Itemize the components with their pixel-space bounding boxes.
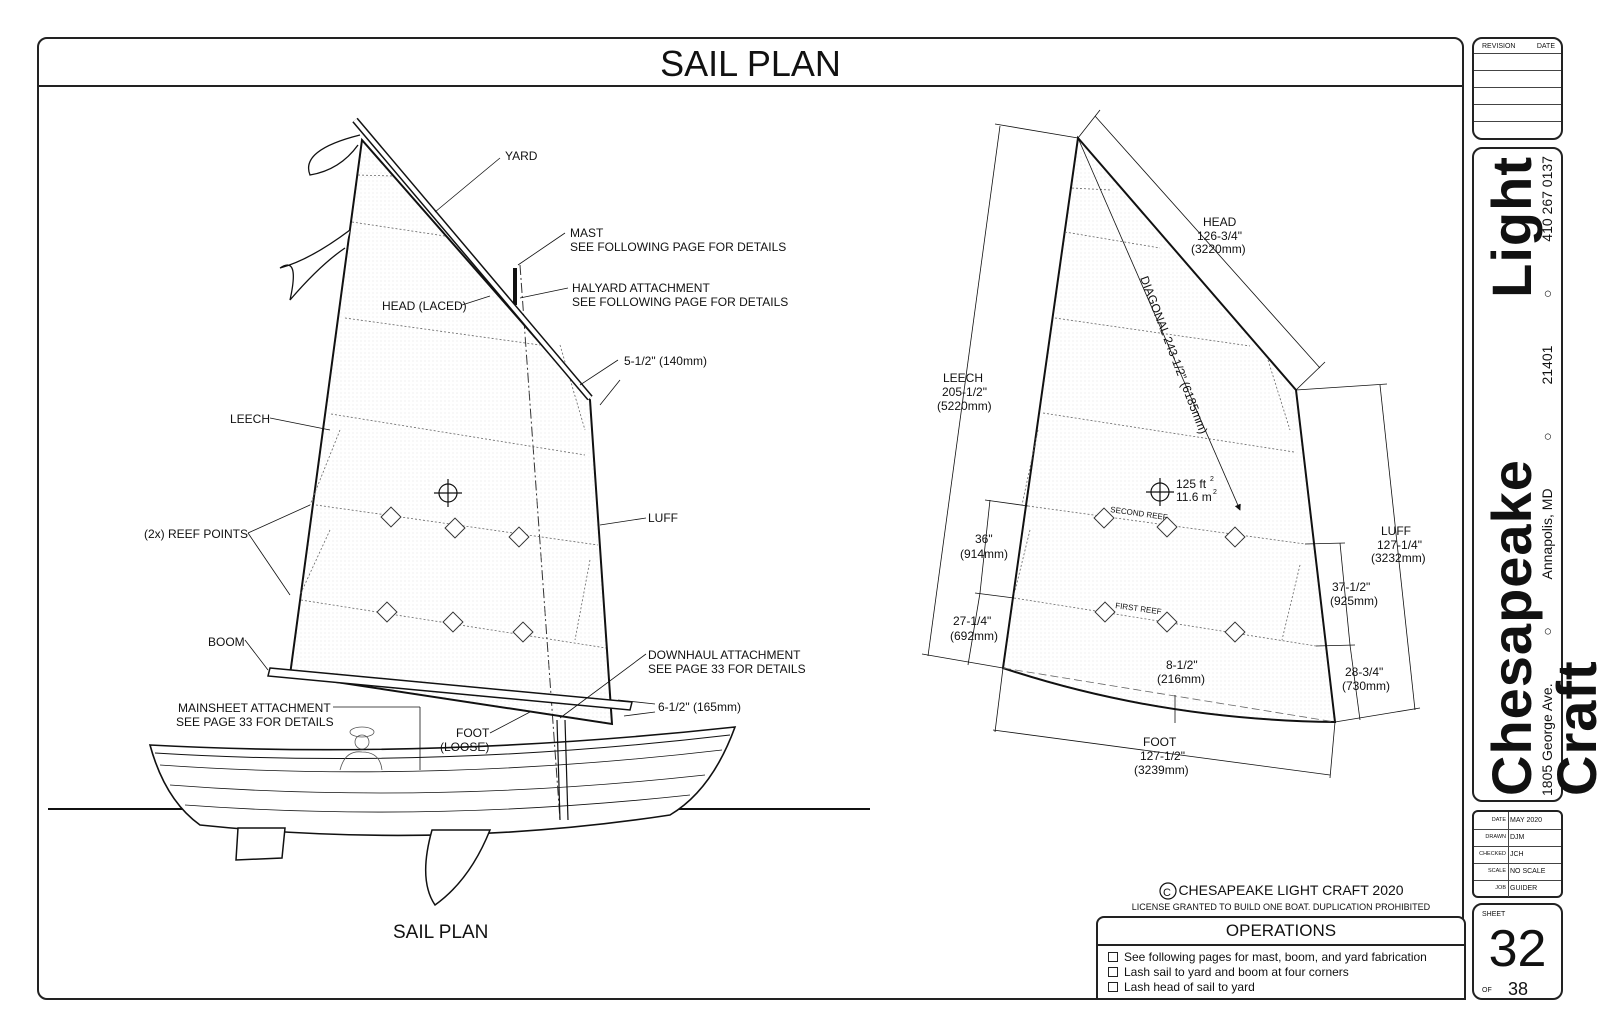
label-foot-in: 127-1/2" [1140,749,1185,763]
label-d37-mm: (925mm) [1330,594,1378,608]
label-head-in: 126-3/4" [1197,229,1242,243]
label-d36-mm: (914mm) [960,547,1008,561]
label-d27-in: 27-1/4" [953,614,991,628]
copyright-text: CHESAPEAKE LIGHT CRAFT 2020 [1178,882,1404,898]
label-mainsheet: MAINSHEET ATTACHMENT [178,701,331,715]
revision-label: REVISION [1482,43,1516,50]
operations-box: OPERATIONS See following pages for mast,… [1096,916,1466,1000]
label-dim-bottom: 6-1/2" (165mm) [658,700,741,714]
hull [148,726,737,837]
label-foot-mm: (3239mm) [1134,763,1189,777]
operations-title: OPERATIONS [1098,918,1464,946]
center-of-effort-right [1146,478,1174,506]
label-luff-in: 127-1/4" [1377,538,1422,552]
brand-address: 1805 George Ave. ○ Annapolis, MD ○ 21401… [1539,156,1555,796]
revision-box: REVISION DATE [1472,37,1563,140]
centerboard [424,829,492,907]
page-title: SAIL PLAN [660,43,841,84]
right-sail [1001,135,1337,724]
label-halyard: HALYARD ATTACHMENT [572,281,710,295]
operation-item: Lash sail to yard and boom at four corne… [1108,965,1349,979]
label-reef-points: (2x) REEF POINTS [144,527,248,541]
label-area-m: 11.6 m [1176,490,1212,504]
rudder [235,827,286,861]
label-d8-in: 8-1/2" [1166,658,1198,672]
info-drawn: DJM [1510,834,1525,841]
operation-item: Lash head of sail to yard [1108,980,1255,994]
info-job: GUIDER [1510,885,1538,892]
license-text: LICENSE GRANTED TO BUILD ONE BOAT. DUPLI… [1131,902,1431,912]
label-mast-note: SEE FOLLOWING PAGE FOR DETAILS [570,240,786,254]
sheet-label: SHEET [1482,911,1506,918]
revision-date-label: DATE [1536,43,1555,50]
label-d28-mm: (730mm) [1342,679,1390,693]
caption-sail-plan: SAIL PLAN [393,922,488,943]
label-foot-note: (LOOSE) [440,740,489,754]
reef-points-left [376,506,534,643]
label-boom: BOOM [208,635,245,649]
right-sail-view: HEAD 126-3/4" (3220mm) DIAGONAL 243-1/2"… [921,109,1426,779]
brand-phone: 410 267 0137 [1539,156,1555,242]
label-mainsheet-note: SEE PAGE 33 FOR DETAILS [176,715,334,729]
left-sail [288,137,614,726]
reef-points-right [1093,507,1246,643]
checkbox-icon[interactable] [1108,967,1118,977]
label-area-sq1: 2 [1210,476,1214,483]
info-checked: JCH [1510,851,1524,858]
label-downhaul-note: SEE PAGE 33 FOR DETAILS [648,662,806,676]
brand-box: Chesapeake Light Craft 1805 George Ave. … [1472,147,1600,802]
operation-item: See following pages for mast, boom, and … [1108,950,1427,964]
svg-text:C: C [1163,887,1171,899]
dimension-lines [921,109,1421,779]
label-head: HEAD [1203,215,1237,229]
boom-spar [267,667,633,711]
sheet-total: 38 [1508,979,1529,999]
label-foot-r: FOOT [1143,735,1177,749]
label-d28-in: 28-3/4" [1345,665,1383,679]
brand-rotated: Chesapeake Light Craft 1805 George Ave. … [1479,156,1600,796]
brand-city: Annapolis, MD [1539,488,1555,580]
sheet-of-label: OF [1482,987,1492,994]
label-luff-mm: (3232mm) [1371,551,1426,565]
label-halyard-note: SEE FOLLOWING PAGE FOR DETAILS [572,295,788,309]
label-d36-in: 36" [975,532,993,546]
label-d37-in: 37-1/2" [1332,580,1370,594]
label-leech-mm: (5220mm) [937,399,992,413]
label-head-laced: HEAD (LACED) [382,299,467,313]
label-mast: MAST [570,226,604,240]
pennant [279,134,361,301]
label-foot: FOOT [456,726,490,740]
brand-zip: 21401 [1539,345,1555,385]
checkbox-icon[interactable] [1108,982,1118,992]
label-leech-r: LEECH [943,371,983,385]
label-leech: LEECH [230,412,270,426]
label-d8-mm: (216mm) [1157,672,1205,686]
label-dim-top: 5-1/2" (140mm) [624,354,707,368]
left-sail-view: YARD MAST SEE FOLLOWING PAGE FOR DETAILS… [48,117,870,943]
checkbox-icon[interactable] [1108,952,1118,962]
sailor-figure [339,726,383,771]
info-date: MAY 2020 [1510,817,1543,824]
label-area-ft: 125 ft [1176,477,1207,491]
label-downhaul: DOWNHAUL ATTACHMENT [648,648,801,662]
label-yard: YARD [505,149,538,163]
label-head-mm: (3220mm) [1191,242,1246,256]
title-bar: SAIL PLAN [39,39,1462,87]
center-of-effort-left [434,479,462,507]
label-luff-r: LUFF [1381,524,1411,538]
label-area-sq2: 2 [1213,489,1217,496]
info-scale: NO SCALE [1510,868,1546,875]
sheet-number: 32 [1488,920,1547,978]
label-d27-mm: (692mm) [950,629,998,643]
brand-street: 1805 George Ave. [1539,683,1555,796]
label-luff: LUFF [648,511,678,525]
label-leech-in: 205-1/2" [942,385,987,399]
copyright-symbol: C [1159,882,1177,900]
sheet-box: SHEET 32 OF 38 [1472,903,1563,1000]
